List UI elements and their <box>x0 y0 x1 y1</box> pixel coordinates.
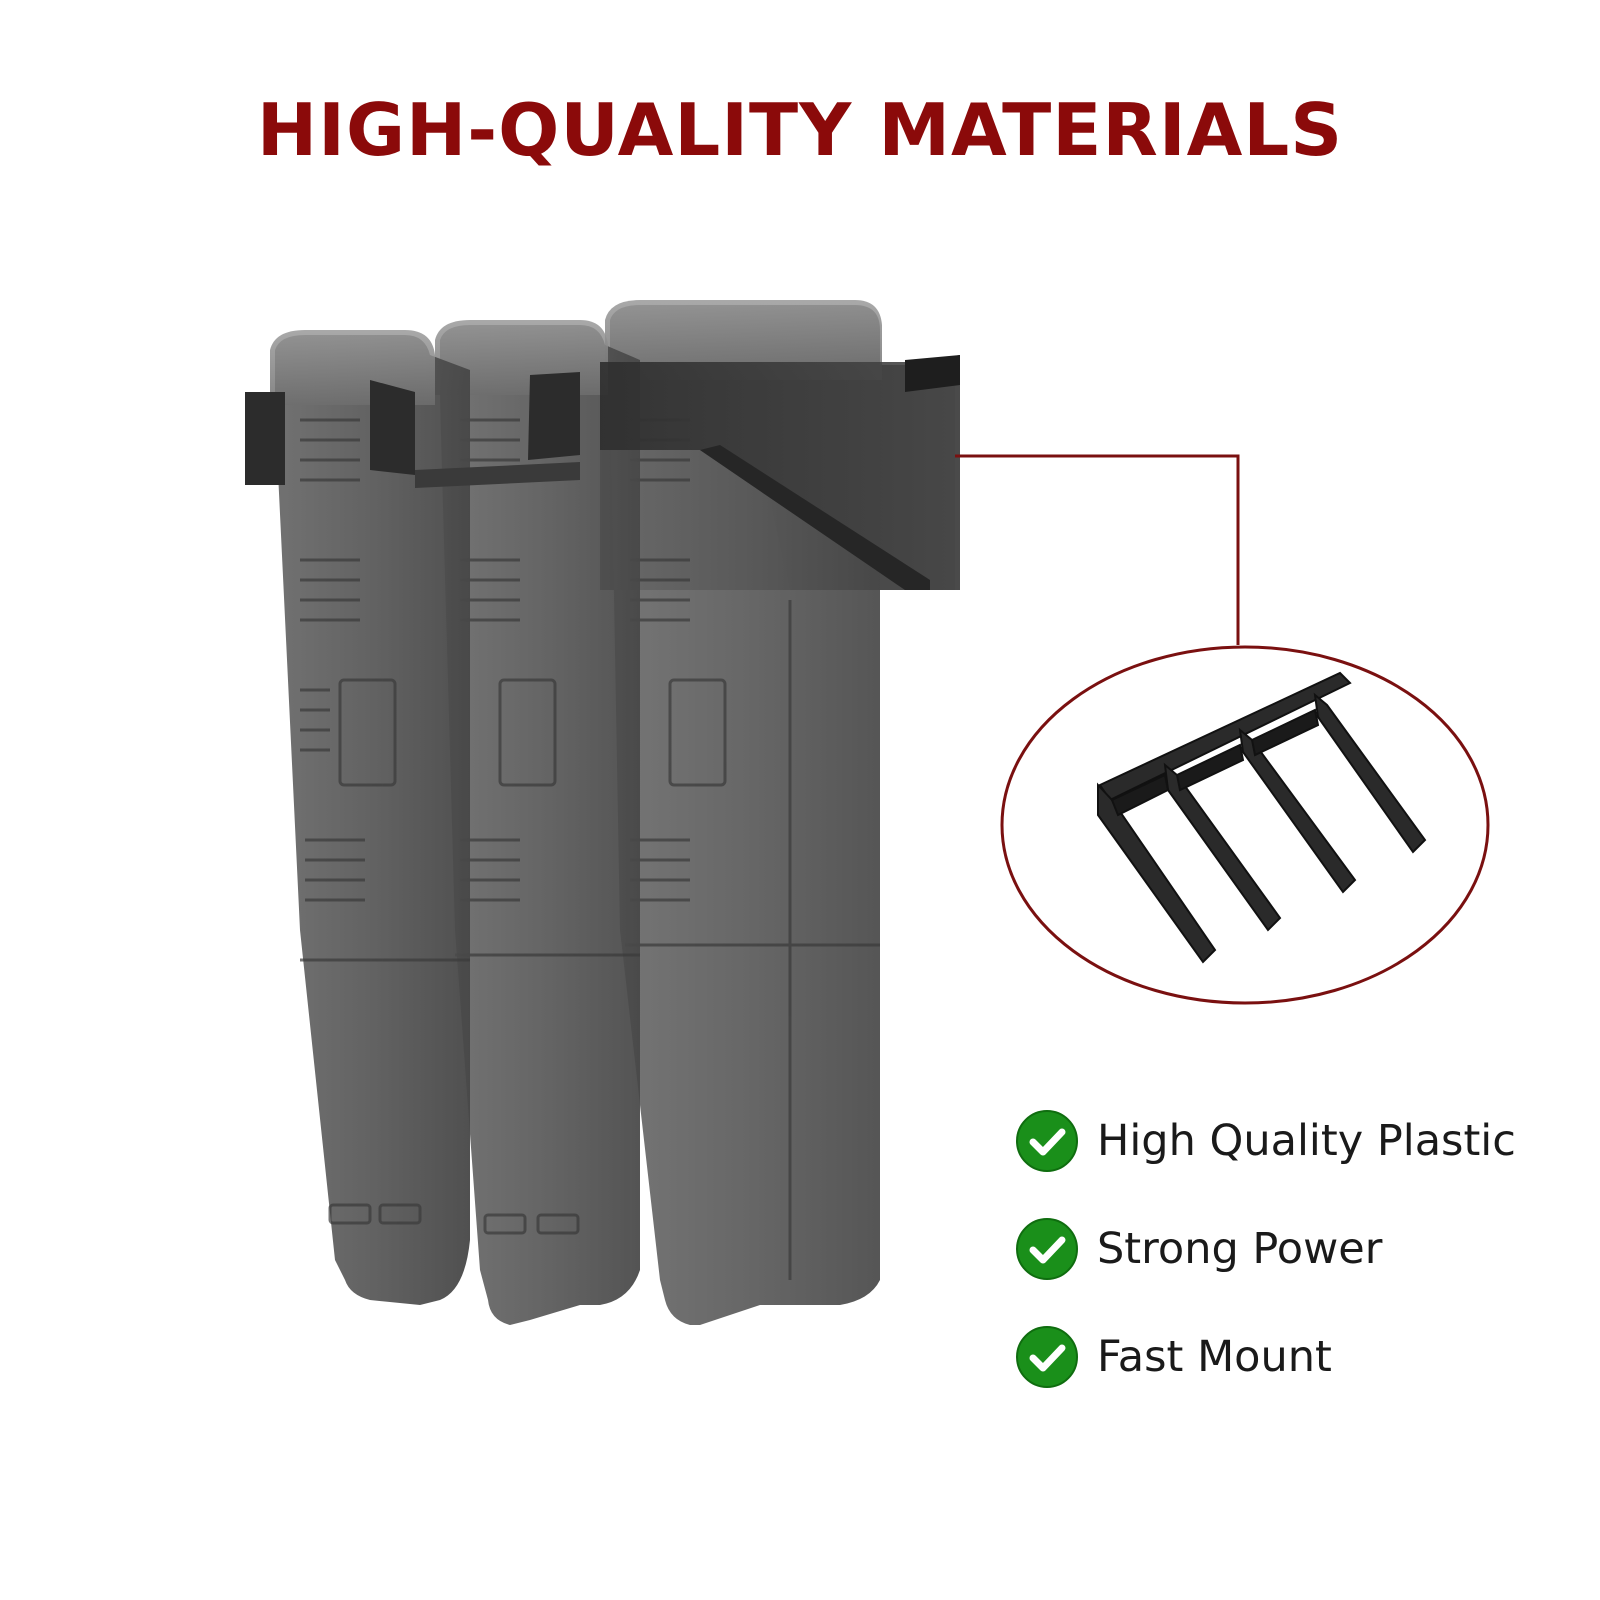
detail-callout-ellipse <box>1000 645 1490 1005</box>
feature-item-strong-power: Strong Power <box>1015 1218 1575 1280</box>
feature-label: Strong Power <box>1097 1224 1383 1274</box>
check-circle-icon <box>1016 1218 1078 1280</box>
headline: HIGH-QUALITY MATERIALS <box>256 88 1344 172</box>
wall-rack-front <box>245 355 960 590</box>
magazine-2 <box>435 320 640 1325</box>
feature-item-high-quality-plastic: High Quality Plastic <box>1015 1110 1575 1172</box>
feature-label: High Quality Plastic <box>1097 1116 1516 1166</box>
check-circle-icon <box>1016 1326 1078 1388</box>
magazine-3 <box>605 300 882 1325</box>
check-circle-icon <box>1016 1110 1078 1172</box>
feature-item-fast-mount: Fast Mount <box>1015 1326 1575 1388</box>
rack-closeup <box>1097 671 1427 964</box>
feature-label: Fast Mount <box>1097 1332 1332 1382</box>
magazine-1 <box>270 330 470 1305</box>
feature-list: High Quality Plastic Strong Power Fast M… <box>1015 1110 1575 1434</box>
callout-line <box>955 454 1240 645</box>
